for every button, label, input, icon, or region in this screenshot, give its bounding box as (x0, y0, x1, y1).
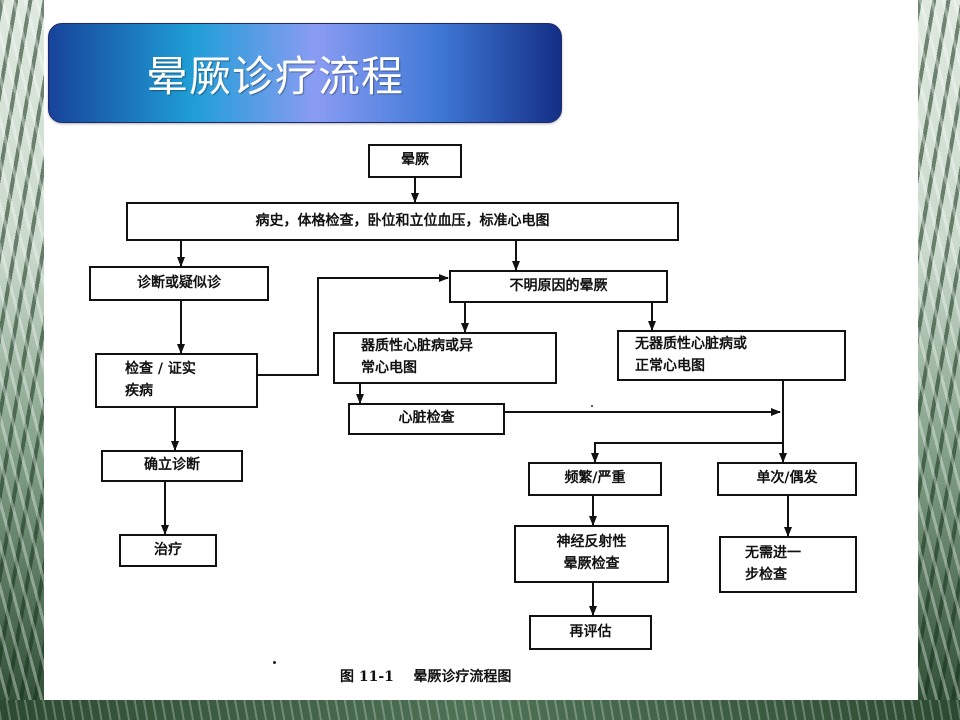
node-confirm-diagnosis: 确立诊断 (101, 450, 243, 482)
node-heart-exam: 心脏检查 (348, 403, 505, 435)
node-syncope: 晕厥 (368, 144, 462, 178)
background-bottom-foliage (0, 700, 960, 720)
node-check-confirm: 检查 / 证实 疾病 (95, 353, 258, 408)
scan-speck (273, 661, 276, 664)
edge-check-unknown (258, 274, 449, 376)
node-organic-heart: 器质性心脏病或异 常心电图 (333, 332, 557, 384)
figure-caption: 图 11-1 晕厥诊疗流程图 (340, 669, 512, 685)
node-diagnosis-suspected: 诊断或疑似诊 (89, 266, 269, 301)
node-reevaluate: 再评估 (529, 615, 652, 650)
background-left-foliage (0, 0, 44, 720)
node-no-further-exam: 无需进一 步检查 (719, 536, 857, 593)
node-unknown-cause: 不明原因的晕厥 (449, 270, 668, 303)
node-frequent-severe: 频繁/严重 (528, 462, 662, 496)
slide-title: 晕厥诊疗流程 (145, 51, 404, 101)
node-history-exam: 病史，体格检查，卧位和立位血压，标准心电图 (126, 202, 679, 241)
node-neural-reflex-exam: 神经反射性 晕厥检查 (514, 525, 669, 583)
title-banner: 晕厥诊疗流程 (48, 23, 562, 123)
node-single-occasional: 单次/偶发 (717, 462, 857, 496)
node-no-organic-heart: 无器质性心脏病或 正常心电图 (617, 330, 846, 381)
scan-speck (591, 405, 593, 407)
node-treatment: 治疗 (119, 534, 217, 567)
background-right-foliage (918, 0, 960, 720)
edge-merge-frequent (591, 442, 783, 463)
